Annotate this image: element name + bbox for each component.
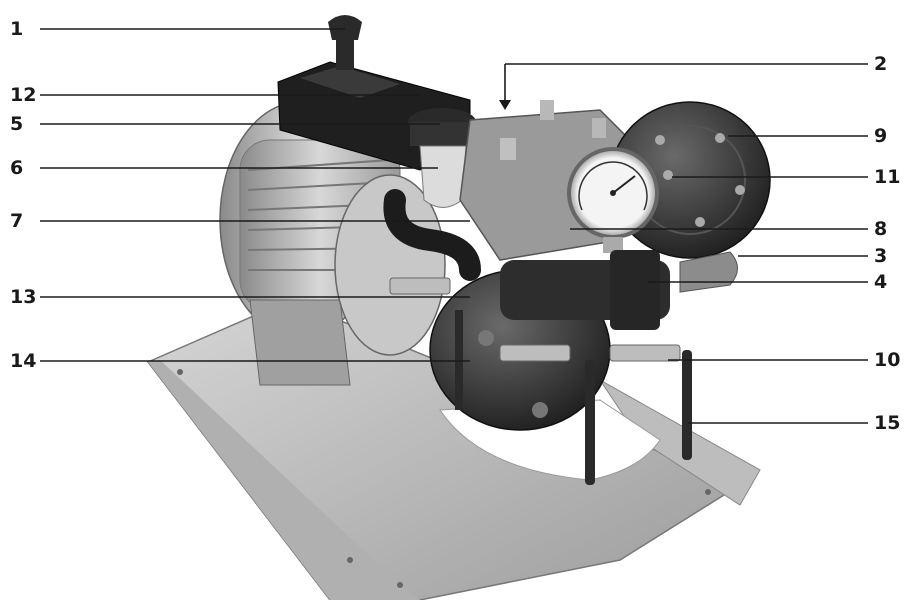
callout-1: 1	[10, 18, 24, 40]
callout-4: 4	[874, 271, 888, 293]
suction-hose	[383, 189, 481, 281]
callout-9: 9	[874, 125, 888, 147]
electric-motor	[219, 101, 446, 386]
pressure-gauge	[567, 147, 659, 253]
outlet-valves	[389, 277, 692, 485]
callout-6: 6	[10, 157, 24, 179]
callout-2: 2	[874, 53, 888, 75]
callout-7: 7	[10, 210, 24, 232]
callout-13: 13	[10, 286, 37, 308]
callout-12: 12	[10, 84, 37, 106]
callout-15: 15	[874, 412, 901, 434]
callout-10: 10	[874, 349, 901, 371]
callout-11: 11	[874, 166, 901, 188]
callout-8: 8	[874, 218, 888, 240]
oil-reservoir	[408, 108, 476, 208]
callout-14: 14	[10, 350, 37, 372]
leader-lines	[40, 28, 868, 424]
callout-3: 3	[874, 245, 888, 267]
callout-5: 5	[10, 113, 24, 135]
